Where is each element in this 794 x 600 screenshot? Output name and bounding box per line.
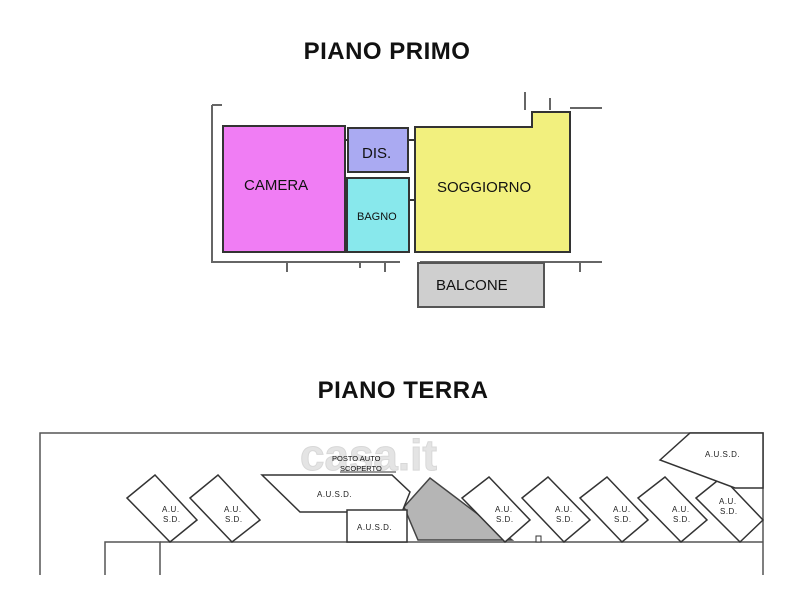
storage-unit-7 <box>694 475 765 544</box>
label-sd-2: S.D. <box>225 515 243 524</box>
title-piano-primo: PIANO PRIMO <box>303 38 471 65</box>
storage-ausd-lower <box>346 509 408 543</box>
label-sd-1: S.D. <box>163 515 181 524</box>
ground-floor-outline <box>39 432 764 575</box>
label-au-3: A.U. <box>495 505 513 514</box>
label-au-6: A.U. <box>672 505 690 514</box>
storage-unit-5 <box>578 475 650 544</box>
room-dis <box>347 127 409 173</box>
label-sd-4: S.D. <box>556 515 574 524</box>
storage-unit-top-right <box>658 432 764 489</box>
label-dis: DIS. <box>362 145 391 162</box>
label-au-1: A.U. <box>162 505 180 514</box>
label-scoperto: SCOPERTO <box>340 464 382 473</box>
storage-unit-1 <box>125 473 199 544</box>
room-camera <box>222 125 346 253</box>
storage-unit-4 <box>520 475 592 544</box>
storage-ausd-center <box>260 474 411 513</box>
label-balcone: BALCONE <box>436 277 508 294</box>
label-au-4: A.U. <box>555 505 573 514</box>
label-ausd-lower: A.U.S.D. <box>357 523 392 532</box>
label-au-7: A.U. <box>719 497 737 506</box>
label-bagno: BAGNO <box>357 211 397 223</box>
column-detail <box>535 535 542 543</box>
label-posto-auto: POSTO AUTO <box>332 454 381 463</box>
storage-unit-6 <box>636 475 709 544</box>
label-camera: CAMERA <box>244 177 308 194</box>
parking-area <box>403 476 515 541</box>
label-soggiorno: SOGGIORNO <box>437 179 531 196</box>
title-piano-terra: PIANO TERRA <box>317 377 489 404</box>
label-sd-6: S.D. <box>673 515 691 524</box>
storage-unit-3 <box>460 475 532 544</box>
label-ausd-top-right: A.U.S.D. <box>705 450 740 459</box>
storage-units <box>125 432 765 544</box>
room-bagno <box>346 177 410 253</box>
room-soggiorno <box>414 111 571 253</box>
label-au-5: A.U. <box>613 505 631 514</box>
storage-unit-labels: A.U. S.D. A.U. S.D. A.U. S.D. A.U. S.D. … <box>162 450 740 524</box>
first-floor-doors <box>345 139 415 201</box>
label-sd-5: S.D. <box>614 515 632 524</box>
room-balcone <box>417 262 545 308</box>
storage-unit-2 <box>188 473 262 544</box>
label-au-2: A.U. <box>224 505 242 514</box>
label-sd-7: S.D. <box>720 507 738 516</box>
label-ausd-center: A.U.S.D. <box>317 490 352 499</box>
label-sd-3: S.D. <box>496 515 514 524</box>
